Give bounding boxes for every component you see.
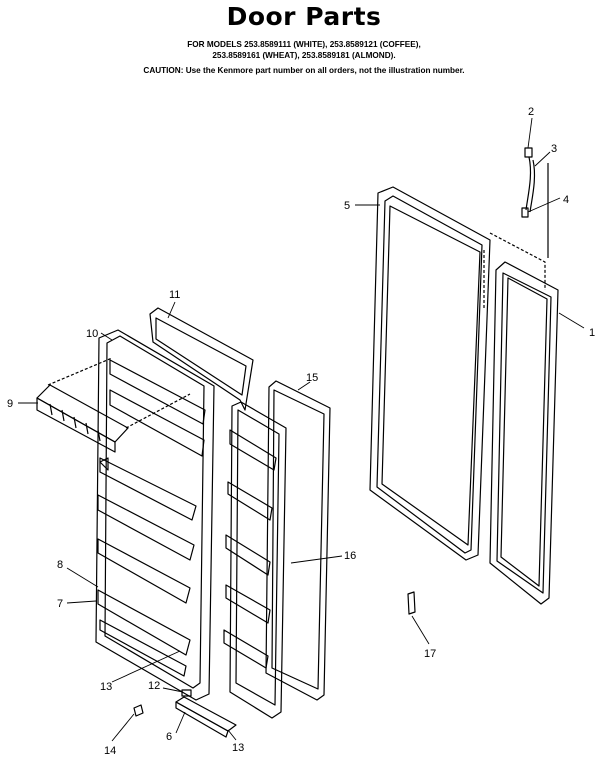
callout-3: 3 (551, 143, 557, 155)
callout-12: 12 (148, 680, 160, 692)
callout-11: 11 (169, 289, 180, 301)
bottom-trim-part-6 (175, 696, 237, 738)
callout-16: 16 (344, 550, 356, 562)
hinge-parts-2-3-4 (521, 147, 549, 258)
caution-note: CAUTION: Use the Kenmore part number on … (143, 66, 465, 75)
callout-17: 17 (424, 648, 436, 660)
callout-1: 1 (589, 327, 595, 339)
callout-13-lower-left: 13 (100, 681, 112, 693)
clip-part-12 (181, 689, 192, 697)
bracket-part-17 (407, 591, 416, 615)
callout-8: 8 (57, 559, 63, 571)
door-gasket-part-11 (149, 307, 254, 411)
callout-15: 15 (306, 372, 318, 384)
door-inner-liner-part-10 (95, 329, 215, 701)
callout-4: 4 (563, 194, 569, 206)
callout-2: 2 (528, 106, 534, 118)
callout-10: 10 (86, 328, 98, 340)
page-title: Door Parts (226, 2, 382, 31)
callout-13-bottom: 13 (232, 742, 244, 754)
callout-7: 7 (57, 598, 63, 610)
models-line-2: 253.8589161 (WHEAT), 253.8589181 (ALMOND… (212, 51, 396, 60)
door-gasket-part-5 (369, 186, 491, 561)
clip-part-14 (133, 704, 144, 717)
callout-6: 6 (166, 731, 172, 743)
models-line-1: FOR MODELS 253.8589111 (WHITE), 253.8589… (187, 40, 421, 49)
callout-14: 14 (104, 745, 116, 757)
door-panel-part-1 (489, 261, 559, 605)
gasket-part-15 (265, 380, 331, 701)
callout-9: 9 (7, 398, 13, 410)
door-rail-part-9 (36, 384, 129, 453)
callout-5: 5 (344, 200, 350, 212)
